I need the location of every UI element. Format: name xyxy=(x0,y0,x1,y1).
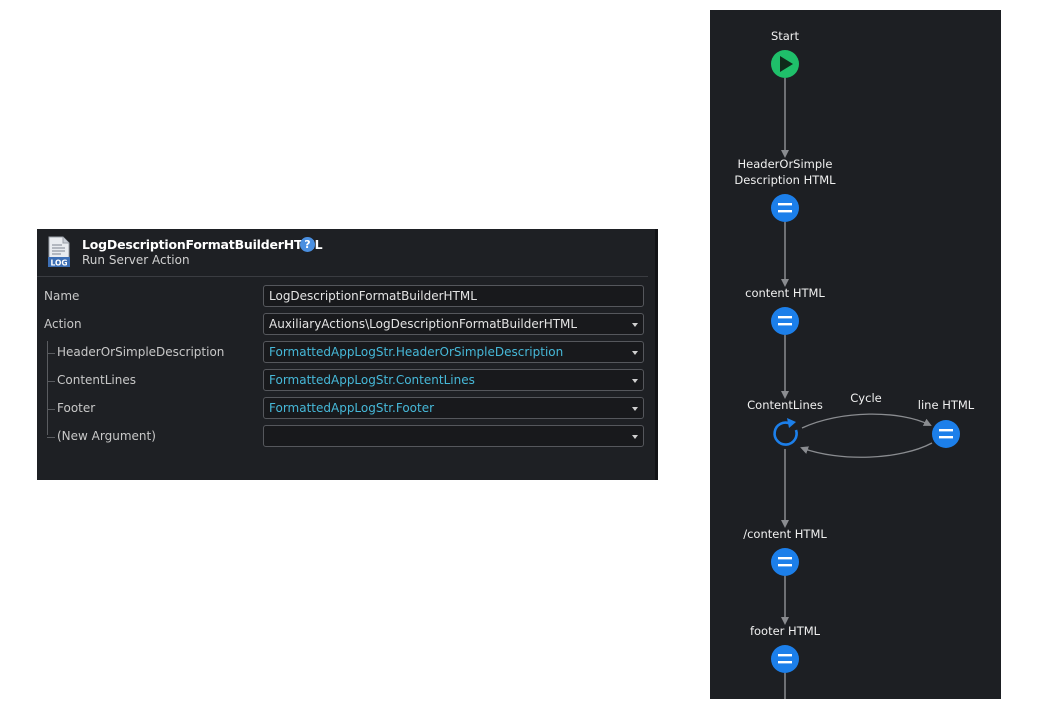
tree-branch xyxy=(47,353,55,354)
contentlines-field[interactable]: FormattedAppLogStr.ContentLines xyxy=(263,369,644,391)
properties-panel: LOG LogDescriptionFormatBuilderHTML ? Ru… xyxy=(37,229,658,480)
chevron-down-icon[interactable] xyxy=(632,379,638,383)
footer-field[interactable]: FormattedAppLogStr.Footer xyxy=(263,397,644,419)
node-label-start: Start xyxy=(770,29,800,43)
node-label-line: line HTML xyxy=(917,398,975,412)
argument-tree-line xyxy=(47,341,48,435)
start-node[interactable] xyxy=(771,50,799,78)
loop-icon xyxy=(773,421,798,446)
play-icon xyxy=(780,56,793,72)
chevron-down-icon[interactable] xyxy=(632,323,638,327)
field-value: FormattedAppLogStr.ContentLines xyxy=(269,373,475,387)
cycle-label: Cycle xyxy=(850,391,882,405)
chevron-down-icon[interactable] xyxy=(632,407,638,411)
property-label: HeaderOrSimpleDescription xyxy=(57,345,225,359)
flow-connectors xyxy=(770,50,960,699)
property-row-name: Name LogDescriptionFormatBuilderHTML xyxy=(37,285,658,309)
node-label-header: HeaderOrSimple Description HTML xyxy=(734,157,836,187)
tree-branch xyxy=(47,409,55,410)
property-row-footer: Footer FormattedAppLogStr.Footer xyxy=(37,397,658,421)
property-label: Footer xyxy=(57,401,96,415)
assign-node-line[interactable] xyxy=(932,420,960,448)
node-label-contentlines: ContentLines xyxy=(747,398,823,412)
chevron-down-icon[interactable] xyxy=(632,435,638,439)
tree-branch xyxy=(47,437,55,438)
panel-subtitle: Run Server Action xyxy=(82,253,190,267)
flow-canvas: Start HeaderOrSimple Description HTML co… xyxy=(710,10,1001,699)
field-value: LogDescriptionFormatBuilderHTML xyxy=(269,289,477,303)
cycle-connector[interactable] xyxy=(801,413,932,429)
name-field[interactable]: LogDescriptionFormatBuilderHTML xyxy=(263,285,644,307)
panel-edge xyxy=(655,229,658,480)
headerorsimpledescription-field[interactable]: FormattedAppLogStr.HeaderOrSimpleDescrip… xyxy=(263,341,644,363)
node-label-content: content HTML xyxy=(745,286,825,300)
header-divider xyxy=(37,276,648,277)
property-label: (New Argument) xyxy=(57,429,156,443)
property-row-headerorsimpledescription: HeaderOrSimpleDescription FormattedAppLo… xyxy=(37,341,658,365)
field-value: FormattedAppLogStr.HeaderOrSimpleDescrip… xyxy=(269,345,564,359)
field-value: AuxiliaryActions\LogDescriptionFormatBui… xyxy=(269,317,578,331)
foreach-node-contentlines[interactable] xyxy=(770,418,800,449)
property-label: Action xyxy=(44,317,82,331)
assign-node-footer[interactable] xyxy=(771,645,799,673)
action-dropdown[interactable]: AuxiliaryActions\LogDescriptionFormatBui… xyxy=(263,313,644,335)
panel-title: LogDescriptionFormatBuilderHTML xyxy=(82,237,323,252)
field-value: FormattedAppLogStr.Footer xyxy=(269,401,435,415)
property-row-action: Action AuxiliaryActions\LogDescriptionFo… xyxy=(37,313,658,337)
log-icon-text: LOG xyxy=(50,259,67,268)
assign-node-header[interactable] xyxy=(771,194,799,222)
chevron-down-icon[interactable] xyxy=(632,351,638,355)
node-label-footer: footer HTML xyxy=(749,624,821,638)
property-row-contentlines: ContentLines FormattedAppLogStr.ContentL… xyxy=(37,369,658,393)
log-icon: LOG xyxy=(47,236,71,268)
property-row-new-argument: (New Argument) xyxy=(37,425,658,449)
tree-branch xyxy=(47,381,55,382)
property-label: Name xyxy=(44,289,80,303)
help-icon[interactable]: ? xyxy=(300,237,315,252)
node-label-endcontent: /content HTML xyxy=(743,527,827,541)
property-label: ContentLines xyxy=(57,373,136,387)
return-connector[interactable] xyxy=(800,442,933,458)
new-argument-field[interactable] xyxy=(263,425,644,447)
assign-node-content[interactable] xyxy=(771,307,799,335)
assign-node-endcontent[interactable] xyxy=(771,548,799,576)
